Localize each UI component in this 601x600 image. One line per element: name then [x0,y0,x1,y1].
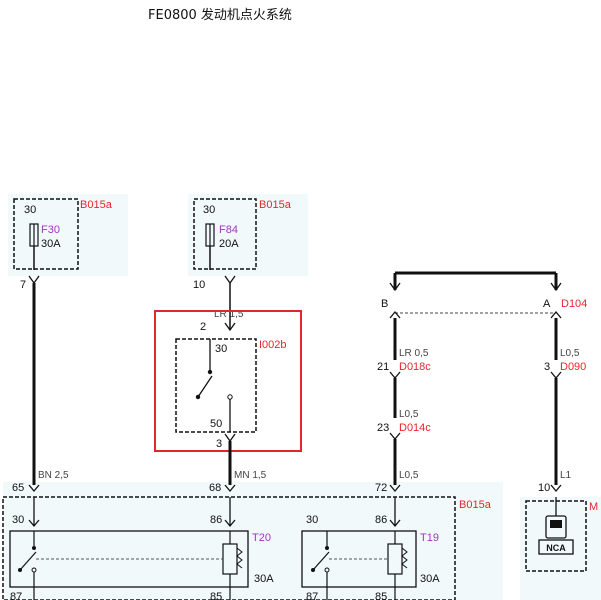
relay-t20-85: 85 [210,591,222,600]
fuse-f84-rating: 20A [219,238,239,250]
relay-t19-contact [312,551,330,571]
fuse-f30-rating: 30A [41,238,61,250]
fuse-f30-terminal: 30 [24,204,36,216]
nca-icon [545,515,567,539]
connector-a: A [543,298,551,310]
right-module-label: M [589,501,598,513]
relay-t19-86: 86 [375,514,387,526]
wire-bn-2-5-label: BN 2,5 [38,470,69,481]
switch-pin-in: 2 [200,321,206,333]
pin-68: 68 [209,482,221,494]
relay-t19 [301,530,417,588]
wire-l0-5-bottom-label: L0,5 [399,470,419,481]
switch-contact [197,375,213,398]
relay-t20-87: 87 [10,591,22,600]
relay-t20-30: 30 [12,514,24,526]
fuse-f30-name: F30 [41,224,60,236]
fuse-f84-terminal: 30 [203,204,215,216]
wire-lr-0-5-label: LR 0,5 [399,348,429,359]
fuse-f30-pin: 7 [20,279,26,291]
fuse-f30-module: B015a [80,199,113,211]
bottom-module-label: B015a [459,499,492,511]
pin-65: 65 [12,482,24,494]
connector-d014c: D014c [399,422,431,434]
relay-t20-86: 86 [210,514,222,526]
pin-10: 10 [538,482,550,494]
connector-d104: D104 [561,298,587,310]
connector-3: 3 [544,361,550,373]
fuse-f84-module: B015a [259,199,292,211]
fuse-f84-name: F84 [219,224,238,236]
relay-t20-name: T20 [252,532,271,544]
zone-b015a-bottom [3,482,503,600]
switch-id: I002b [259,339,287,351]
connector-21: 21 [377,361,389,373]
connector-d090: D090 [560,361,586,373]
module-box-b015a [2,496,456,600]
wire-mn-1-5-label: MN 1,5 [234,470,267,481]
switch-pin-out: 3 [216,438,222,450]
connector-23: 23 [377,422,389,434]
switch-term-bottom: 50 [210,418,222,430]
wire-l1-label: L1 [560,470,572,481]
switch-term-top: 30 [215,343,227,355]
wire-l0-5-right-label: L0,5 [560,348,580,359]
connector-b: B [381,298,388,310]
relay-t19-name: T19 [420,532,439,544]
fuse-box-f84 [193,198,257,270]
connector-d018c: D018c [399,361,431,373]
nca-label: NCA [546,543,566,553]
wire-lr-1-5-label: LR 1,5 [214,309,244,320]
relay-t20 [9,530,249,588]
relay-t19-rating: 30A [420,573,440,585]
nca-badge [538,539,574,555]
highlight-frame [154,310,302,452]
relay-t19-87: 87 [306,591,318,600]
diagram-title: FE0800 发动机点火系统 [148,8,292,23]
switch-box-i002b [175,338,257,433]
wire-l0-5-label: L0,5 [399,409,419,420]
relay-t20-contact [19,551,37,571]
fuse-f84-pin: 10 [193,279,205,291]
zone-fuse-f84 [188,194,308,276]
pin-72: 72 [375,482,387,494]
zone-fuse-f30 [8,194,128,276]
relay-t19-85: 85 [375,591,387,600]
fuse-box-f30 [13,198,79,270]
relay-t20-rating: 30A [254,573,274,585]
relay-t19-30: 30 [306,514,318,526]
